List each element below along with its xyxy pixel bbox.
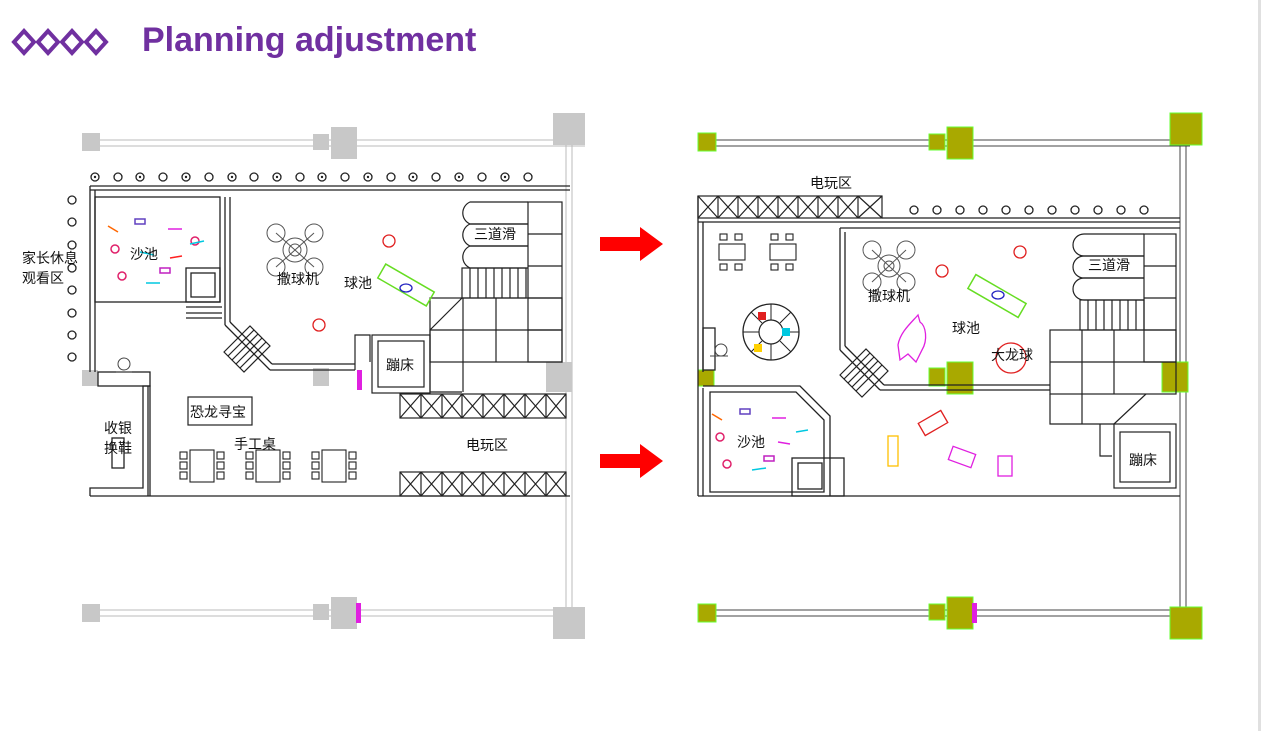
label-triple-slide: 三道滑 [474,226,516,243]
dragon-ball-icon [995,342,1027,374]
label-triple-slide: 三道滑 [1088,257,1130,274]
structure-frame [92,130,585,622]
label-ball-pool: 球池 [952,321,980,337]
label-ball-pool: 球池 [344,276,372,292]
structural-columns [82,113,585,639]
label-cashier: 收银 [104,421,132,437]
seating-tables [718,233,797,271]
sand-pool-toys [711,408,809,471]
lamp-row [909,205,1149,215]
page-title: Planning adjustment [142,21,477,59]
label-parents-rest: 家长休息 [22,250,78,267]
ride-on-cars [887,409,1013,477]
dino-treasure-box [187,396,253,426]
cashier-person-icon [116,357,132,373]
arcade-machines [697,195,883,219]
structural-columns [697,112,1203,640]
arrow-right-icon [600,227,663,261]
label-viewing-area: 观看区 [22,271,64,287]
arcade-machines-lower [399,471,567,497]
label-trampoline: 蹦床 [386,358,414,374]
label-ball-thrower: 撒球机 [868,289,910,305]
walls [697,196,1180,497]
handcraft-tables [179,449,357,483]
slide-edge [1258,0,1261,731]
label-arcade: 电玩区 [810,176,852,192]
label-arcade: 电玩区 [466,438,508,454]
ball-icons [935,245,1027,278]
label-shoe-change: 换鞋 [104,440,132,457]
label-sand-pool: 沙池 [130,247,158,263]
ball-thrower-machine [862,240,916,292]
lamp-row [67,172,533,362]
chevron-arrows-icon [11,28,109,56]
triple-slide-structure [1049,233,1177,489]
dolphin-figure-icon [897,313,927,364]
label-trampoline: 蹦床 [1129,453,1157,469]
arrow-right-icon [600,444,663,478]
arcade-machines-upper [399,393,567,419]
sand-pool-toys [107,218,205,284]
ball-thrower-machine [266,223,324,277]
header: Planning adjustment [0,0,1270,80]
ball-icons [312,234,396,332]
label-handcraft-table: 手工桌 [234,437,276,453]
label-dragon-ball: 大龙球 [991,348,1033,364]
ball-pool-oval [376,263,436,307]
round-carousel [742,303,800,361]
label-ball-thrower: 撒球机 [277,272,319,288]
floor-plan-after: 电玩区 三道滑 撒球机 球池 大龙球 沙池 蹦床 [697,112,1203,640]
cashier-person-icon [710,343,728,357]
stairs-left [223,325,271,373]
label-dino-treasure: 恐龙寻宝 [190,405,246,421]
ball-pool-oval [966,273,1028,319]
stairs-left [839,348,889,398]
floor-plan-before: 家长休息 观看区 沙池 撒球机 球池 三道滑 蹦床 恐龙寻宝 手工桌 收银 换鞋… [22,113,585,639]
label-sand-pool: 沙池 [737,435,765,451]
triple-slide-structure [354,201,563,394]
